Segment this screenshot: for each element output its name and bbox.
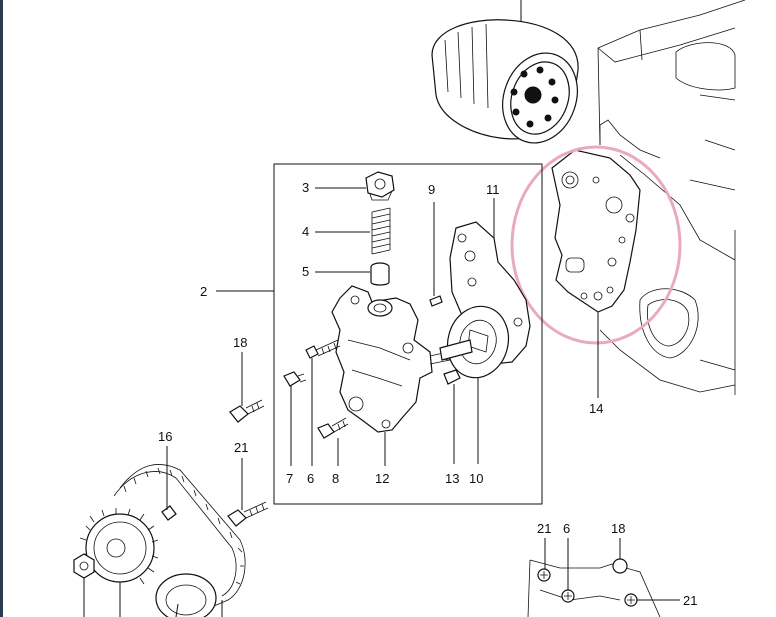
highlight-circle	[510, 145, 682, 345]
relief-valve-spring	[371, 207, 391, 255]
bolt-21	[227, 501, 269, 527]
label-11: 11	[486, 182, 500, 197]
label-7: 7	[286, 471, 293, 486]
engine-block	[597, 0, 746, 395]
label-13: 13	[445, 471, 459, 486]
inset-label-21b: 21	[683, 593, 697, 608]
label-21: 21	[234, 440, 248, 455]
label-5: 5	[302, 264, 309, 279]
inset-label-18: 18	[611, 521, 625, 536]
dowel-pin-9	[429, 295, 443, 307]
relief-valve-plunger	[370, 262, 390, 286]
window-left-edge	[0, 0, 3, 617]
label-3: 3	[302, 180, 309, 195]
bolt-7	[283, 371, 307, 387]
inset-label-6: 6	[563, 521, 570, 536]
woodruff-key-16	[161, 505, 177, 521]
label-12: 12	[375, 471, 389, 486]
label-16: 16	[158, 429, 172, 444]
pump-rotor	[439, 305, 510, 379]
gasket-14	[551, 149, 641, 313]
inset-label-21: 21	[537, 521, 551, 536]
label-18: 18	[233, 335, 247, 350]
bolt-18	[229, 399, 265, 423]
label-10: 10	[469, 471, 483, 486]
oil-pump-body	[331, 285, 453, 433]
label-8: 8	[332, 471, 339, 486]
relief-valve-plug	[365, 171, 395, 201]
bolt-8	[317, 417, 349, 439]
label-2: 2	[200, 284, 207, 299]
oil-filter	[431, 0, 579, 144]
dowel-pin-13	[443, 369, 461, 385]
label-14: 14	[589, 401, 603, 416]
label-9: 9	[428, 182, 435, 197]
label-6: 6	[307, 471, 314, 486]
part-group-frame	[273, 163, 543, 505]
timing-chain-assembly	[73, 464, 246, 617]
inset-detail	[527, 558, 661, 617]
label-4: 4	[302, 224, 309, 239]
bolt-6	[305, 339, 341, 359]
